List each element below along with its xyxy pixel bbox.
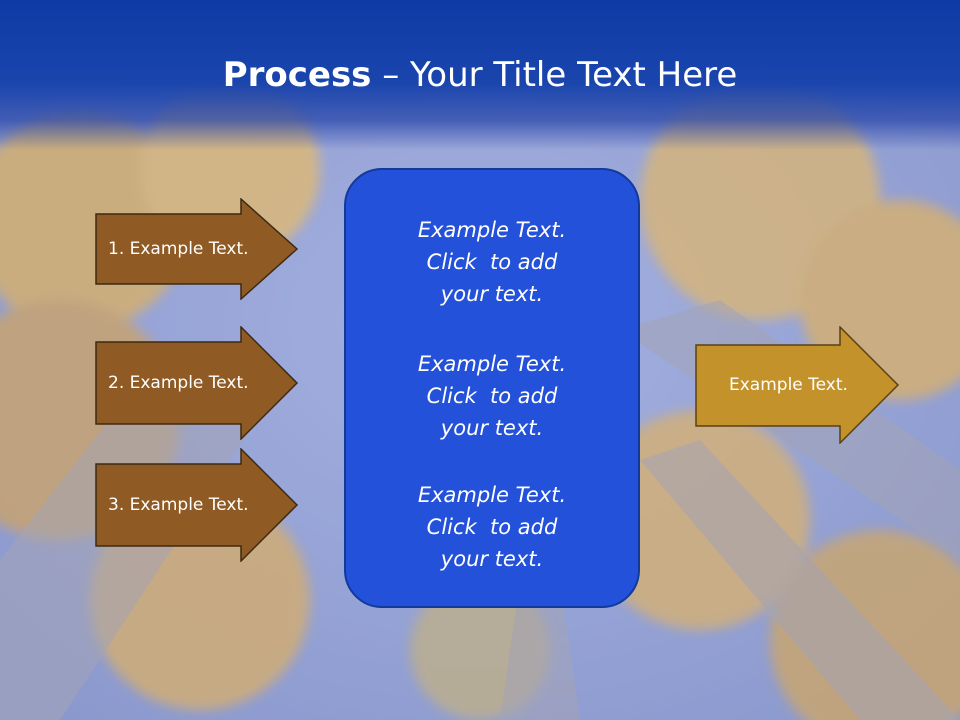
title-bar bbox=[0, 0, 960, 150]
step-arrow-2[interactable]: 2. Example Text. bbox=[95, 326, 299, 440]
step-arrow-shape bbox=[95, 448, 299, 562]
step-arrow-shape bbox=[95, 198, 299, 300]
step-arrow-1[interactable]: 1. Example Text. bbox=[95, 198, 299, 300]
center-text-box[interactable]: Example Text. Click to add your text. Ex… bbox=[344, 168, 640, 608]
step-arrow-3[interactable]: 3. Example Text. bbox=[95, 448, 299, 562]
step-label: 2. Example Text. bbox=[108, 373, 249, 393]
center-text-item: Example Text. Click to add your text. bbox=[417, 218, 567, 306]
slide-title[interactable]: Process – Your Title Text Here bbox=[0, 52, 960, 98]
center-text-item: Example Text. Click to add your text. bbox=[417, 483, 567, 571]
result-arrow-shape bbox=[695, 326, 900, 444]
step-label: 1. Example Text. bbox=[108, 239, 249, 259]
step-arrow-shape bbox=[95, 326, 299, 440]
result-arrow[interactable]: Example Text. bbox=[695, 326, 900, 444]
slide-title-rest: – Your Title Text Here bbox=[371, 55, 738, 95]
result-label: Example Text. bbox=[729, 375, 848, 395]
step-label: 3. Example Text. bbox=[108, 495, 249, 515]
slide-title-bold: Process bbox=[222, 55, 372, 95]
center-text-item: Example Text. Click to add your text. bbox=[417, 352, 567, 440]
